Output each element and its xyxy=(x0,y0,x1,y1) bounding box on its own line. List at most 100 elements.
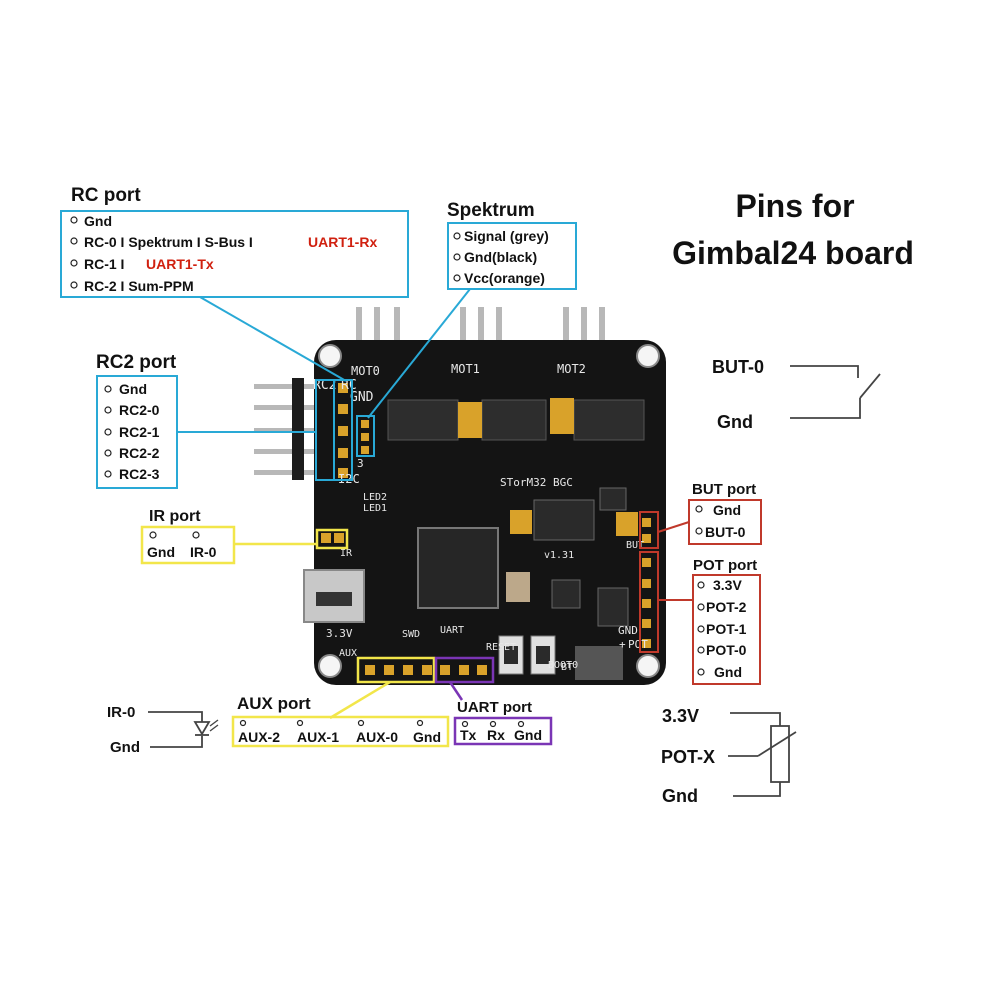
silk-aux: AUX xyxy=(339,648,357,659)
aux-port-pin: AUX-2 xyxy=(238,729,280,745)
spektrum-title: Spektrum xyxy=(447,200,535,221)
but-port-title: BUT port xyxy=(692,481,756,498)
pot-wire-top xyxy=(730,712,781,726)
but-port-row: BUT-0 xyxy=(705,524,746,540)
but-port-leader-line xyxy=(657,521,690,533)
title-line-2: Gimbal24 board xyxy=(672,235,914,271)
pot-port-row: Gnd xyxy=(714,664,742,680)
ir-wire-bottom xyxy=(150,736,203,748)
silk-version: v1.31 xyxy=(544,550,574,561)
silk-pot: POT xyxy=(628,638,648,651)
spektrum-row: Gnd(black) xyxy=(464,249,537,265)
pot-schematic-middle-label: POT-X xyxy=(661,747,715,767)
pot-port-callout: POT port 3.3V POT-2 POT-1 POT-0 Gnd xyxy=(639,551,761,685)
pot-port-pin-highlight xyxy=(639,551,659,653)
rc-port-row: RC-1 I xyxy=(84,256,124,272)
spektrum-leader-line xyxy=(367,288,471,419)
silk-uart: UART xyxy=(440,625,464,636)
ir-port-callout: IR port Gnd IR-0 xyxy=(140,508,349,565)
ir-port-pin: Gnd xyxy=(147,544,175,560)
capacitor xyxy=(616,512,638,536)
title-line-1: Pins for xyxy=(735,188,854,224)
uart-port-pin: Gnd xyxy=(514,727,542,743)
spektrum-row: Signal (grey) xyxy=(464,228,549,244)
aux-port-pin: Gnd xyxy=(413,729,441,745)
rc2-port-callout: RC2 port Gnd RC2-0 RC2-1 RC2-2 RC2-3 xyxy=(96,352,335,489)
rc2-port-title: RC2 port xyxy=(96,352,177,373)
sensor-chip xyxy=(551,579,581,609)
aux-port-leader-line xyxy=(329,680,391,720)
spektrum-callout: Spektrum Signal (grey) Gnd(black) Vcc(or… xyxy=(356,200,577,457)
pot-port-box xyxy=(692,574,761,685)
pot-wiper-arrow xyxy=(757,731,797,757)
pot-schematic-bottom-label: Gnd xyxy=(662,786,698,806)
rc-port-row: Gnd xyxy=(84,213,112,229)
aux-port-pin: AUX-1 xyxy=(297,729,339,745)
button-schematic-bottom-label: Gnd xyxy=(717,412,753,432)
uart-port-pin-highlight xyxy=(434,656,495,684)
pot-resistor-body xyxy=(770,725,790,783)
board-pads xyxy=(321,383,651,675)
voltage-regulator xyxy=(533,499,595,541)
ir-port-title: IR port xyxy=(149,508,201,525)
mount-hole xyxy=(318,344,342,368)
silk-mot1: MOT1 xyxy=(451,362,480,376)
silk-gnd-top: GND xyxy=(350,390,374,405)
silk-mot2: MOT2 xyxy=(557,362,586,376)
but-port-row: Gnd xyxy=(713,502,741,518)
rc2-port-row: RC2-3 xyxy=(119,466,160,482)
aux-port-title: AUX port xyxy=(237,694,311,713)
silk-33v: 3.3V xyxy=(326,627,353,640)
spektrum-row: Vcc(orange) xyxy=(464,270,545,286)
rc2-port-row: RC2-1 xyxy=(119,424,160,440)
silk-storm: STorM32 BGC xyxy=(500,476,573,489)
silk-gnd-right: GND xyxy=(618,624,638,637)
aux-port-pin: AUX-0 xyxy=(356,729,398,745)
capacitor xyxy=(458,402,482,438)
rc-port-row-accent: UART1-Rx xyxy=(308,234,377,250)
button-schematic-top-label: BUT-0 xyxy=(712,357,764,377)
silk-reset: RESET xyxy=(486,642,516,653)
mount-hole xyxy=(636,344,660,368)
driver-chip xyxy=(387,399,459,441)
ir-wire-top xyxy=(148,711,203,722)
mcu-chip xyxy=(417,527,499,609)
rc2-port-row: RC2-2 xyxy=(119,445,160,461)
rc-port-box xyxy=(60,210,409,298)
button-switch-lever xyxy=(859,373,881,399)
button-wire-bottom xyxy=(790,398,861,419)
ir-port-pin: IR-0 xyxy=(190,544,217,560)
silk-led2: LED2 xyxy=(363,492,387,503)
potentiometer-schematic: 3.3V POT-X Gnd xyxy=(661,706,797,806)
uart-port-box xyxy=(453,716,553,746)
mount-hole xyxy=(636,654,660,678)
silk-led1: LED1 xyxy=(363,503,387,514)
silk-three: 3 xyxy=(357,457,364,470)
pot-port-title: POT port xyxy=(693,557,757,574)
aux-port-pin-highlight xyxy=(356,656,436,684)
small-chip xyxy=(599,487,627,511)
rc2-header-pins xyxy=(254,378,324,480)
usb-port-opening xyxy=(316,592,352,606)
bluetooth-connector xyxy=(575,646,623,680)
but-port-pin-highlight xyxy=(639,511,659,549)
uart-port-leader-line xyxy=(448,681,464,701)
silk-bt: BT xyxy=(561,662,573,673)
driver-chip xyxy=(481,399,547,441)
aux-port-box xyxy=(231,715,450,748)
rc-port-leader-line xyxy=(199,296,347,382)
pot-schematic-top-label: 3.3V xyxy=(662,706,699,726)
pot-port-row: POT-2 xyxy=(706,599,747,615)
ir-led-schematic: IR-0 Gnd xyxy=(107,704,219,756)
ir-port-pin-highlight xyxy=(315,528,349,550)
pot-port-row: 3.3V xyxy=(713,577,742,593)
rc-port-row-accent: UART1-Tx xyxy=(146,256,214,272)
pot-port-row: POT-0 xyxy=(706,642,747,658)
rc-port-callout: RC port Gnd RC-0 I Spektrum I S-Bus I UA… xyxy=(60,185,409,481)
silk-boot0: BOOT0 xyxy=(548,660,578,671)
ir-schematic-top-label: IR-0 xyxy=(107,704,135,721)
silk-plus: + xyxy=(619,638,626,651)
silk-but: BUT xyxy=(626,540,644,551)
rc2-port-row: Gnd xyxy=(119,381,147,397)
